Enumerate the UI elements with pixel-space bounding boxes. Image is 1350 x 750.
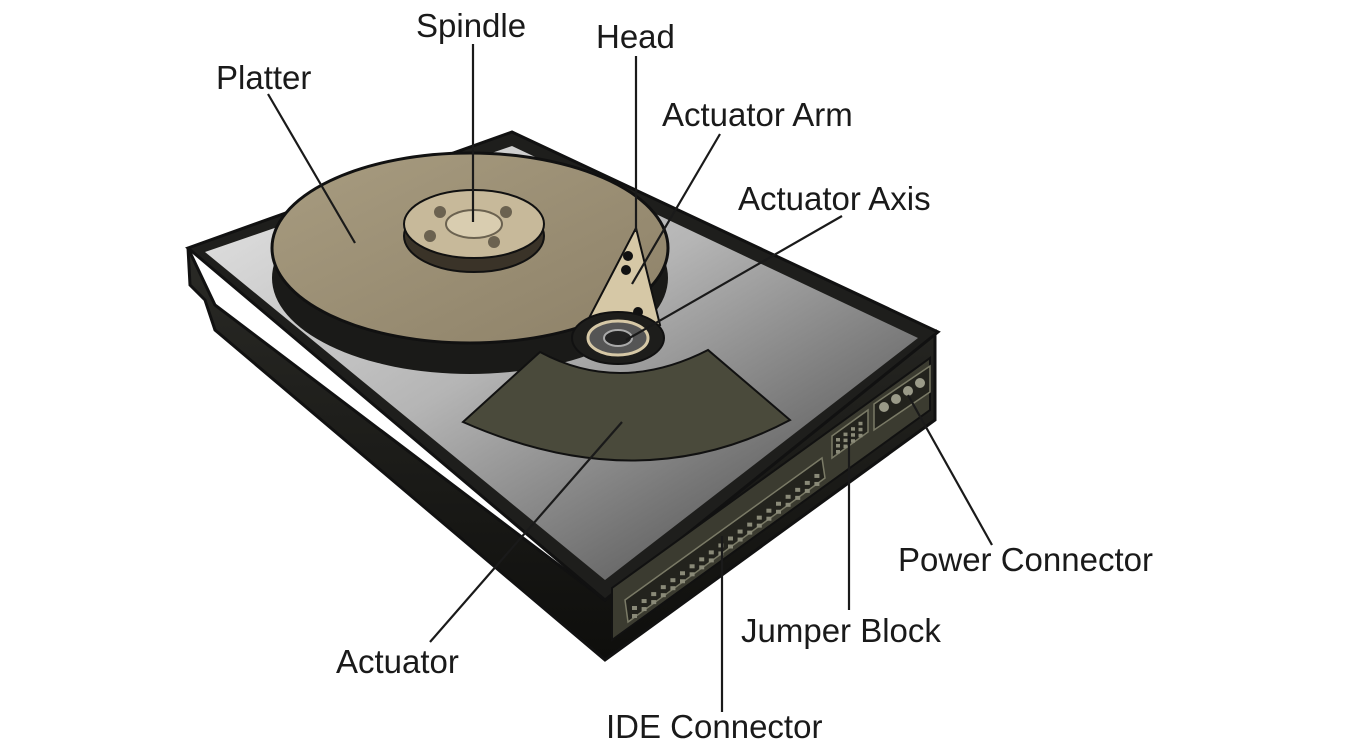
label-platter: Platter [216, 59, 312, 96]
arm-hole [623, 251, 633, 261]
ide-pin [756, 515, 762, 520]
ide-pin [660, 593, 666, 598]
ide-pin [689, 564, 695, 569]
power-pin [903, 386, 913, 396]
leader-power-connector [907, 394, 993, 546]
leader-actuator-arm [631, 133, 721, 285]
label-head: Head [596, 18, 675, 55]
ide-pin [776, 501, 781, 506]
power-pin [891, 394, 901, 404]
ide-pin [699, 557, 705, 562]
ide-pin [632, 614, 637, 618]
ide-pin [795, 495, 801, 500]
jumper-pin [843, 444, 848, 449]
ide-pin [728, 544, 733, 549]
ide-pin [756, 523, 762, 528]
label-ide-connector: IDE Connector [606, 708, 823, 745]
ide-pin [670, 586, 676, 591]
label-actuator-axis: Actuator Axis [738, 180, 931, 217]
power-pin [879, 402, 889, 412]
label-jumper-block: Jumper Block [741, 612, 941, 649]
ide-pin [680, 571, 685, 576]
label-actuator-arm: Actuator Arm [662, 96, 853, 133]
spindle-screw [434, 206, 446, 218]
actuator-axis-core [603, 329, 633, 347]
actuator-magnet [461, 348, 792, 462]
ide-pin [708, 550, 714, 555]
arm-hole [621, 265, 631, 275]
jumper-pin [836, 450, 840, 454]
ide-pin [632, 606, 637, 610]
ide-pin [785, 502, 791, 507]
ide-pin [651, 600, 657, 605]
ide-pin [699, 565, 705, 570]
ide-pin [766, 508, 772, 513]
power-pin [915, 378, 925, 388]
jumper-pin [843, 432, 848, 437]
ide-pin [795, 487, 801, 492]
ide-pin [747, 522, 753, 527]
leader-platter [267, 93, 356, 244]
jumper-pin [851, 433, 855, 437]
ide-pin [670, 578, 676, 583]
label-power-connector: Power Connector [898, 541, 1153, 578]
ide-pin [804, 480, 810, 485]
ide-connector-pins [632, 473, 820, 618]
jumper-pin [843, 438, 848, 443]
jumper-pin [836, 444, 840, 448]
ide-pin [737, 537, 743, 542]
ide-pin [766, 516, 772, 521]
ide-pin [814, 473, 820, 478]
leader-actuator-axis [625, 215, 843, 341]
ide-pin [641, 607, 647, 612]
ide-pin [708, 558, 714, 563]
ide-pin [804, 488, 810, 493]
ide-pin [814, 481, 820, 486]
spindle-screw [500, 206, 512, 218]
jumper-block-pins [836, 421, 863, 454]
ide-pin [776, 509, 781, 514]
spindle-screw [488, 236, 500, 248]
ide-pin [737, 529, 743, 534]
ide-pin [689, 572, 695, 577]
ide-pin [728, 536, 733, 541]
label-actuator: Actuator [336, 643, 459, 680]
jumper-pin [836, 438, 840, 442]
ide-pin [651, 592, 657, 597]
jumper-pin [851, 439, 855, 443]
jumper-pin [858, 433, 863, 438]
ide-pin [785, 494, 791, 499]
jumper-pin [858, 427, 863, 432]
ide-pin [680, 579, 685, 584]
label-spindle: Spindle [416, 7, 527, 44]
ide-pin [641, 599, 647, 604]
leader-actuator [429, 421, 623, 643]
ide-pin [660, 585, 666, 590]
spindle-screw [424, 230, 436, 242]
jumper-pin [858, 421, 863, 426]
ide-pin [747, 530, 753, 535]
jumper-pin [851, 427, 855, 431]
